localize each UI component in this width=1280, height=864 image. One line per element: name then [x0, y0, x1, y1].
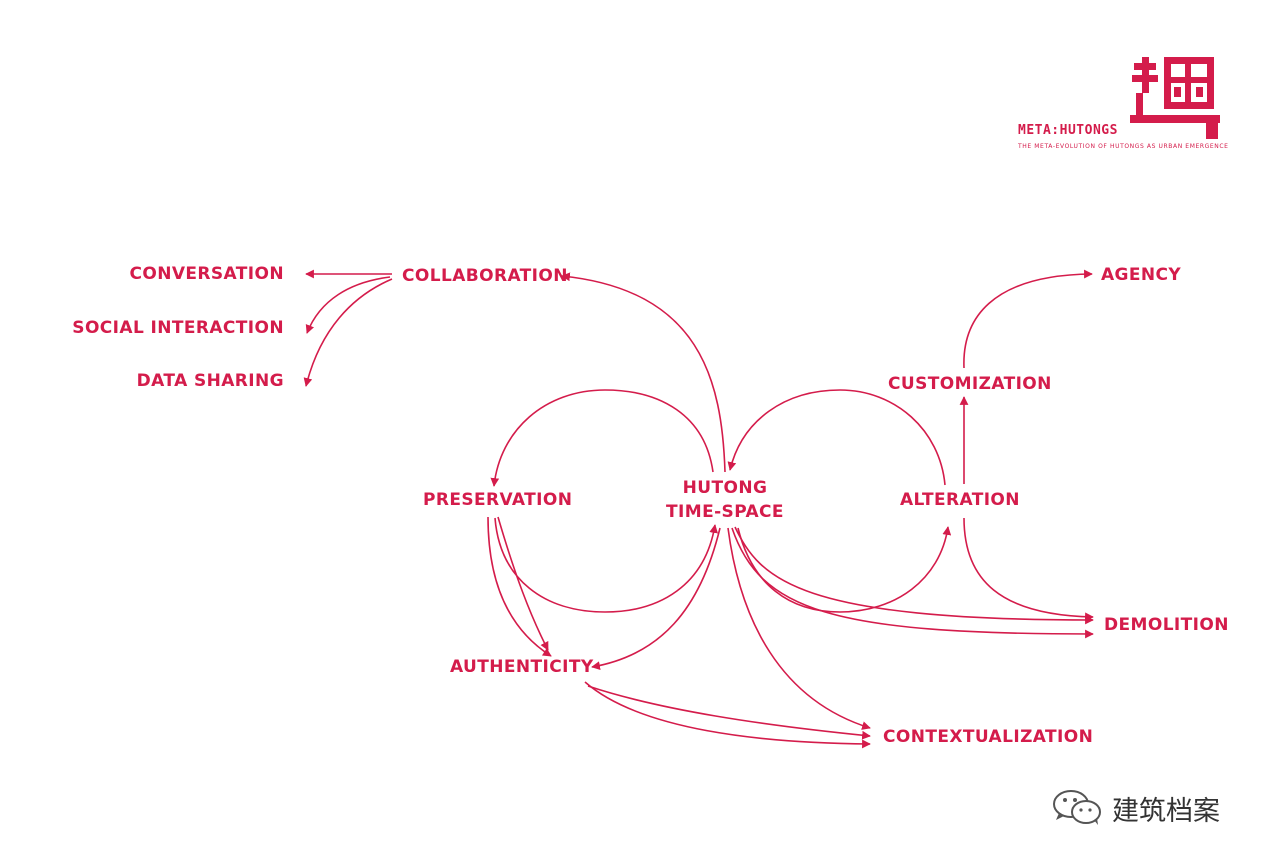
edge-center-demolition-2 — [734, 526, 1094, 625]
wechat-icon — [1053, 790, 1101, 825]
wechat-watermark: 建筑档案 — [1050, 785, 1250, 829]
edge-customization-agency — [963, 269, 1093, 369]
node-customization: CUSTOMIZATION — [888, 374, 1052, 394]
edge-alteration-center-loop — [727, 389, 946, 486]
watermark-text: 建筑档案 — [1112, 796, 1220, 827]
node-agency: AGENCY — [1101, 265, 1182, 285]
node-contextualization: CONTEXTUALIZATION — [883, 727, 1094, 747]
edge-center-preservation-loop — [490, 389, 714, 487]
edge-center-alteration-loop — [737, 526, 952, 613]
node-authenticity: AUTHENTICITY — [450, 657, 594, 677]
edge-preservation-authenticity-2 — [497, 516, 549, 651]
node-conversation: CONVERSATION — [129, 264, 284, 284]
node-demolition: DEMOLITION — [1104, 615, 1229, 635]
logo-title: META:HUTONGS — [1018, 123, 1118, 138]
edge-authenticity-contextualization-2 — [587, 685, 871, 740]
node-alteration: ALTERATION — [900, 490, 1020, 510]
logo-subtitle: THE META-EVOLUTION OF HUTONGS AS URBAN E… — [1018, 143, 1229, 150]
edge-center-collaboration — [561, 272, 726, 473]
edge-alteration-demolition — [963, 517, 1094, 622]
node-social-interaction: SOCIAL INTERACTION — [72, 318, 284, 338]
edge-preservation-center-loop — [494, 517, 719, 613]
node-preservation: PRESERVATION — [423, 490, 573, 510]
center-node-label: HUTONG TIME-SPACE — [655, 476, 795, 524]
edge-collaboration-data-sharing — [303, 278, 393, 387]
center-node-line1: HUTONG — [682, 478, 768, 498]
edge-preservation-authenticity-1 — [487, 516, 552, 657]
node-data-sharing: DATA SHARING — [136, 371, 284, 391]
edge-authenticity-contextualization-1 — [584, 681, 871, 749]
edge-center-contextualization — [727, 527, 871, 730]
meta-hutongs-logo: META:HUTONGS THE META-EVOLUTION OF HUTON… — [1010, 55, 1228, 155]
edge-collaboration-social-interaction — [305, 276, 391, 334]
edge-center-demolition-1 — [731, 527, 1094, 639]
edge-center-authenticity — [591, 527, 721, 670]
center-node-line2: TIME-SPACE — [666, 502, 784, 522]
hutong-glyph-logo-icon — [1130, 57, 1220, 139]
node-collaboration: COLLABORATION — [402, 266, 568, 286]
